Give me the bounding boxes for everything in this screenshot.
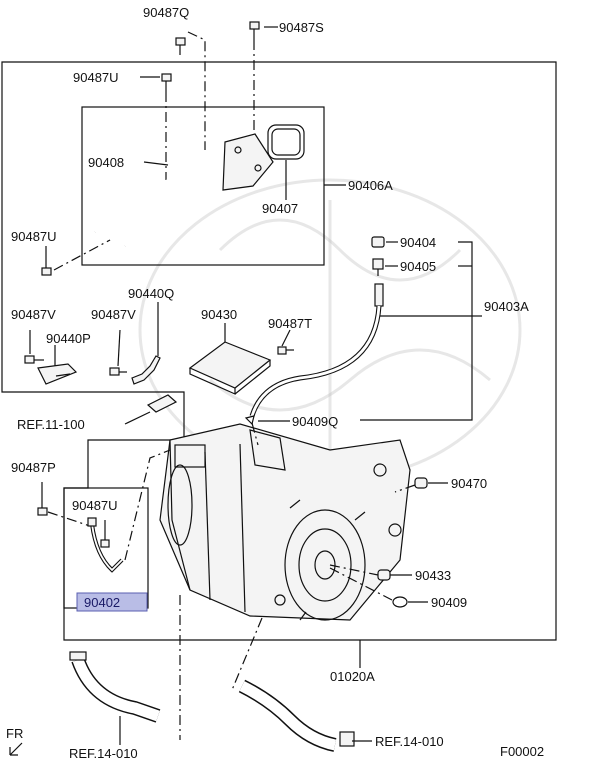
leader-90487T — [281, 329, 291, 347]
bolt-90487U-left — [41, 256, 52, 276]
bracket-90440P — [37, 363, 78, 385]
label-90487V-left: 90487V — [11, 307, 56, 322]
hose-ref-14-010-left — [69, 651, 161, 723]
dash-breather — [251, 422, 259, 446]
label-90409: 90409 — [431, 595, 467, 610]
label-ref-14-010-left: REF.14-010 — [69, 746, 138, 761]
label-ref-14-010-right: REF.14-010 — [375, 734, 444, 749]
dash-90487P — [47, 511, 91, 527]
dash-90470 — [394, 484, 416, 493]
controller-90430 — [188, 341, 272, 395]
plug-90470 — [414, 477, 428, 489]
label-90487Q: 90487Q — [143, 5, 189, 20]
front-arrow-icon — [9, 742, 23, 756]
bolt-90487P — [37, 482, 48, 516]
transmission-assembly-01020A — [159, 423, 411, 621]
label-90403A: 90403A — [484, 299, 529, 314]
label-90409Q: 90409Q — [292, 414, 338, 429]
breather-hose-90409Q — [244, 283, 384, 426]
oring-90409 — [392, 596, 408, 608]
label-90487U-left: 90487U — [11, 229, 57, 244]
leader-90487V-mid — [117, 329, 121, 367]
dash-plugs — [329, 564, 393, 601]
bolt-90487V-left — [24, 355, 44, 364]
bracket-90440Q — [131, 355, 161, 385]
label-90404: 90404 — [400, 235, 436, 250]
label-90405: 90405 — [400, 259, 436, 274]
cap-90404 — [371, 236, 385, 248]
valve-90405 — [372, 258, 384, 276]
dash-90402 — [124, 449, 171, 561]
leader-90408 — [143, 161, 169, 166]
bracket-90403A — [360, 241, 473, 421]
bolt-90487U-top — [161, 73, 172, 92]
label-90440P: 90440P — [46, 331, 91, 346]
label-01020A: 01020A — [330, 669, 375, 684]
label-90406A: 90406A — [348, 178, 393, 193]
dash-hose-right — [231, 617, 263, 691]
ground-cable-90402 — [87, 517, 124, 573]
label-90487P: 90487P — [11, 460, 56, 475]
label-90408: 90408 — [88, 155, 124, 170]
label-90407: 90407 — [262, 201, 298, 216]
label-90487T: 90487T — [268, 316, 312, 331]
label-ref-11-100: REF.11-100 — [17, 417, 85, 432]
ref-11-100-pipe — [124, 394, 178, 425]
gasket-90407 — [267, 124, 305, 160]
bolt-90487U-low — [100, 520, 110, 548]
label-90402[interactable]: 90402 — [84, 595, 120, 610]
bolt-90487S — [249, 21, 260, 40]
bolt-90487T — [277, 346, 294, 355]
harness-90408 — [93, 133, 274, 247]
plug-90433 — [377, 569, 391, 581]
label-90470: 90470 — [451, 476, 487, 491]
hose-ref-14-010-right — [238, 679, 355, 752]
label-90487V-mid: 90487V — [91, 307, 136, 322]
label-90430: 90430 — [201, 307, 237, 322]
label-90433: 90433 — [415, 568, 451, 583]
inner-frame-90406A — [81, 106, 325, 266]
bolt-90487V-mid — [109, 367, 127, 376]
label-90440Q: 90440Q — [128, 286, 174, 301]
label-90487S: 90487S — [279, 20, 324, 35]
highlight-box-90402[interactable] — [76, 592, 148, 612]
leader-90487Q — [187, 31, 206, 150]
label-90487U-low: 90487U — [72, 498, 118, 513]
label-fr: FR — [6, 726, 23, 741]
label-90487U-top: 90487U — [73, 70, 119, 85]
label-diagram-code: F00002 — [500, 744, 544, 759]
bolt-90487Q — [175, 37, 186, 55]
